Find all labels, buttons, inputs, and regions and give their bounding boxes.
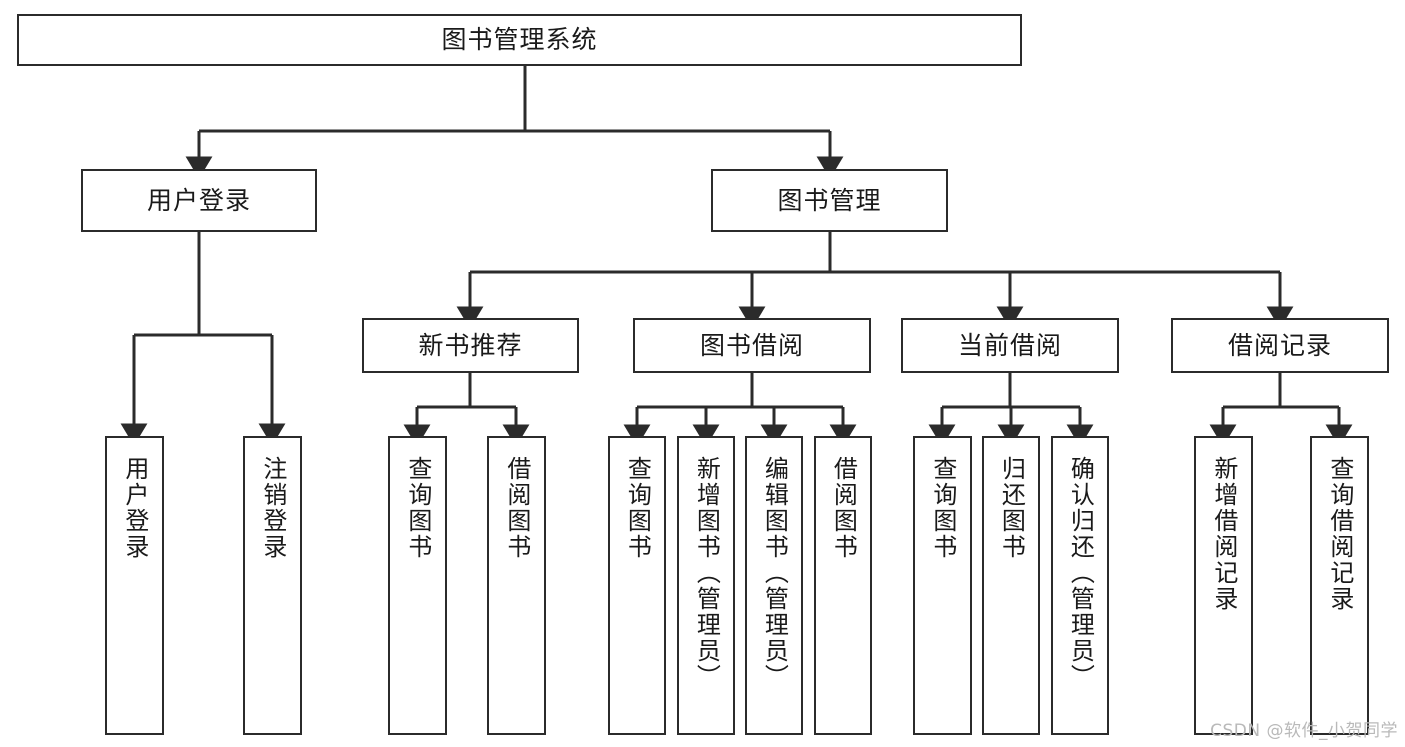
node-new-book-recommend[interactable]: 新书推荐 xyxy=(362,318,579,373)
leaf-label: 确认归还（管理员） xyxy=(1066,456,1095,690)
leaf-label: 新增图书（管理员） xyxy=(692,456,721,690)
node-current-borrow[interactable]: 当前借阅 xyxy=(901,318,1119,373)
leaf-label: 查询图书 xyxy=(623,456,652,560)
leaf-label: 用户登录 xyxy=(120,456,149,560)
node-book-borrow-label: 图书借阅 xyxy=(699,330,804,360)
node-book-management-label: 图书管理 xyxy=(777,185,882,215)
leaf-query-borrow-record[interactable]: 查询借阅记录 xyxy=(1310,436,1369,735)
leaf-query-book-recommend[interactable]: 查询图书 xyxy=(388,436,447,735)
leaf-label: 查询借阅记录 xyxy=(1325,456,1354,612)
leaf-user-login[interactable]: 用户登录 xyxy=(105,436,164,735)
leaf-label: 查询图书 xyxy=(403,456,432,560)
leaf-add-borrow-record[interactable]: 新增借阅记录 xyxy=(1194,436,1253,735)
node-current-borrow-label: 当前借阅 xyxy=(957,330,1062,360)
node-root[interactable]: 图书管理系统 xyxy=(17,14,1022,66)
leaf-query-book-borrow[interactable]: 查询图书 xyxy=(608,436,666,735)
node-user-login-label: 用户登录 xyxy=(146,185,251,215)
node-borrow-record[interactable]: 借阅记录 xyxy=(1171,318,1389,373)
leaf-query-book-current[interactable]: 查询图书 xyxy=(913,436,972,735)
leaf-label: 编辑图书（管理员） xyxy=(760,456,789,690)
leaf-borrow-book[interactable]: 借阅图书 xyxy=(814,436,872,735)
leaf-label: 归还图书 xyxy=(997,456,1026,560)
leaf-edit-book-admin[interactable]: 编辑图书（管理员） xyxy=(745,436,803,735)
node-user-login[interactable]: 用户登录 xyxy=(81,169,317,232)
leaf-label: 新增借阅记录 xyxy=(1209,456,1238,612)
node-root-label: 图书管理系统 xyxy=(441,25,598,55)
leaf-add-book-admin[interactable]: 新增图书（管理员） xyxy=(677,436,735,735)
node-borrow-record-label: 借阅记录 xyxy=(1227,330,1332,360)
node-new-book-recommend-label: 新书推荐 xyxy=(418,330,523,360)
leaf-label: 借阅图书 xyxy=(502,456,531,560)
leaf-return-book[interactable]: 归还图书 xyxy=(982,436,1040,735)
watermark: CSDN @软件_小贺同学 xyxy=(1210,721,1398,741)
leaf-user-logout[interactable]: 注销登录 xyxy=(243,436,302,735)
leaf-label: 查询图书 xyxy=(928,456,957,560)
leaf-confirm-return-admin[interactable]: 确认归还（管理员） xyxy=(1051,436,1109,735)
leaf-borrow-book-recommend[interactable]: 借阅图书 xyxy=(487,436,546,735)
node-book-management[interactable]: 图书管理 xyxy=(711,169,948,232)
leaf-label: 借阅图书 xyxy=(829,456,858,560)
leaf-label: 注销登录 xyxy=(258,456,287,560)
node-book-borrow[interactable]: 图书借阅 xyxy=(633,318,871,373)
